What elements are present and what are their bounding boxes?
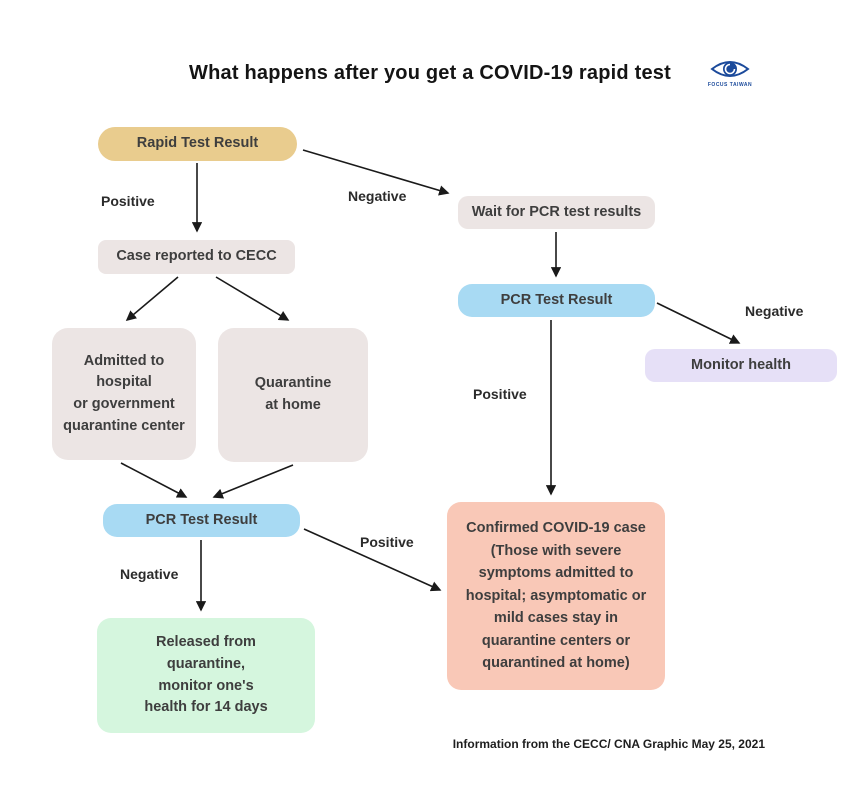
node-released-from-quarantine: Released from quarantine, monitor one's … (97, 618, 315, 733)
node-confirmed-covid-case: Confirmed COVID-19 case (Those with seve… (447, 502, 665, 690)
node-pcr-test-result-left: PCR Test Result (103, 504, 300, 537)
logo-caption: FOCUS TAIWAN (707, 82, 753, 88)
eye-icon (710, 61, 750, 77)
node-rapid-test-result: Rapid Test Result (98, 127, 297, 161)
node-case-reported-cecc: Case reported to CECC (98, 240, 295, 274)
edge-label-negative-pcr-right: Negative (745, 303, 804, 319)
focus-taiwan-logo: FOCUS TAIWAN (704, 57, 756, 93)
edge-label-negative-pcr-left: Negative (120, 566, 179, 582)
edge-label-positive-pcr-right: Positive (473, 386, 527, 402)
node-admitted-hospital: Admitted to hospital or government quara… (52, 328, 196, 460)
edge-label-positive-pcr-left: Positive (360, 534, 414, 550)
source-attribution: Information from the CECC/ CNA Graphic M… (452, 737, 765, 751)
node-pcr-test-result-right: PCR Test Result (458, 284, 655, 317)
node-quarantine-at-home: Quarantine at home (218, 328, 368, 462)
edge-label-negative-rapid: Negative (348, 188, 407, 204)
edge-label-positive-rapid: Positive (101, 193, 155, 209)
page-title: What happens after you get a COVID-19 ra… (189, 62, 671, 84)
node-monitor-health: Monitor health (645, 349, 837, 382)
node-wait-pcr-results: Wait for PCR test results (458, 196, 655, 229)
